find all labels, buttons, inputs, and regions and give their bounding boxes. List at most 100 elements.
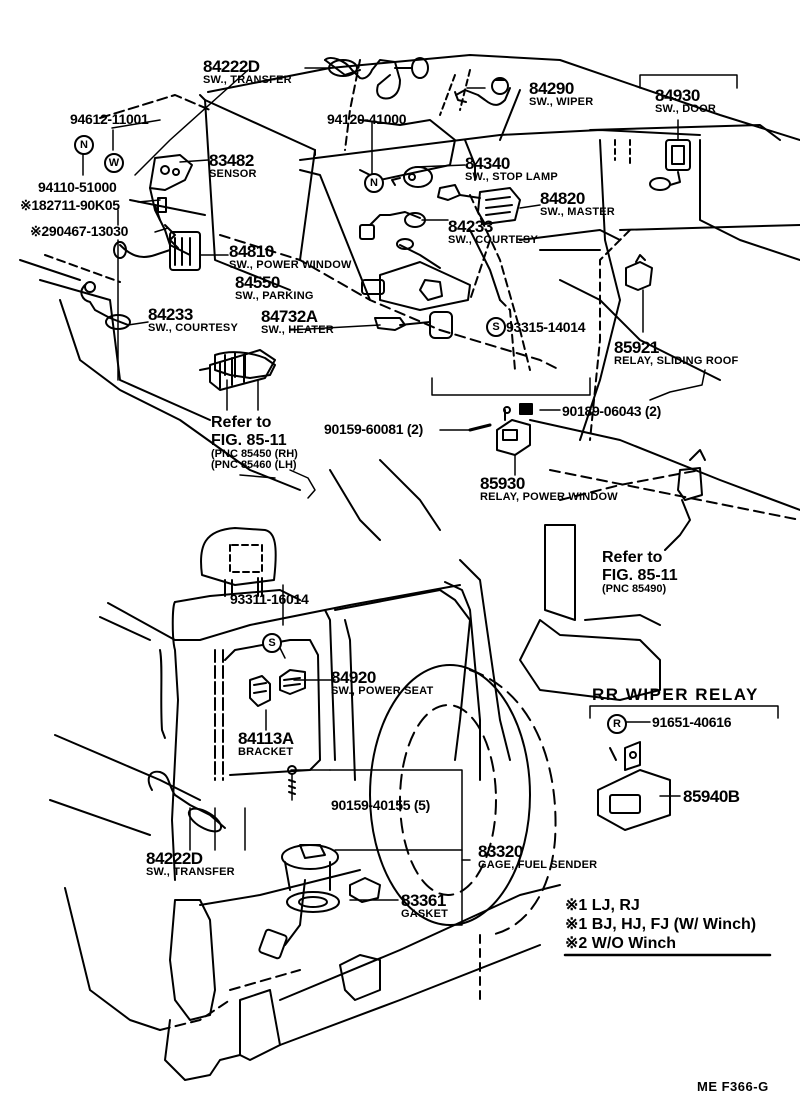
part-number: 84340 bbox=[465, 154, 510, 173]
reference-note-left: Refer to FIG. 85-11 (PNC 85450 (RH) (PNC… bbox=[211, 415, 298, 471]
callout-93311-16014: 93311-16014 bbox=[230, 591, 309, 607]
part-name: SW., STOP LAMP bbox=[465, 171, 558, 183]
callout-84290: 84290 SW., WIPER bbox=[529, 80, 593, 108]
part-84222D-top-drawing bbox=[324, 57, 429, 100]
figure-code: ME F366-G bbox=[697, 1079, 769, 1094]
legend-mark: ※1 bbox=[565, 897, 588, 914]
callout-84732A: 84732A SW., HEATER bbox=[261, 308, 334, 336]
dashboard-outline bbox=[19, 54, 800, 541]
ref-pnc: (PNC 85450 (RH) bbox=[211, 448, 298, 460]
legend-text: LJ, RJ bbox=[591, 897, 640, 914]
part-number: 84820 bbox=[540, 189, 585, 208]
callout-90467-13030: ※290467-13030 bbox=[30, 224, 128, 238]
fastener-symbol-S: S bbox=[262, 633, 282, 653]
legend-item: ※1 LJ, RJ bbox=[565, 896, 756, 915]
ref-figure-link[interactable]: FIG. 85-11 bbox=[602, 567, 678, 584]
part-90159-40155-screw-drawing bbox=[287, 765, 297, 801]
part-name: BRACKET bbox=[238, 746, 294, 758]
part-name: RELAY, SLIDING ROOF bbox=[614, 355, 739, 367]
part-name: SENSOR bbox=[209, 168, 257, 180]
part-number: 84233 bbox=[448, 217, 493, 236]
part-84920-drawing bbox=[279, 669, 306, 695]
part-84810-drawing bbox=[113, 231, 201, 271]
part-84233-right-drawing bbox=[359, 211, 426, 240]
legend-item: ※2 W/O Winch bbox=[565, 934, 756, 953]
fastener-symbol-R: R bbox=[607, 714, 627, 734]
callout-84810: 84810 SW., POWER WINDOW bbox=[229, 243, 352, 271]
part-84290-drawing bbox=[454, 77, 511, 106]
callout-94612-11001: 94612-11001 bbox=[70, 111, 149, 127]
callout-91651-40616: 91651-40616 bbox=[652, 714, 732, 730]
rr-wiper-relay-title: RR WIPER RELAY bbox=[592, 685, 759, 704]
part-number: 84810 bbox=[229, 242, 274, 261]
part-83320-drawing bbox=[258, 844, 339, 960]
ref-line: Refer to bbox=[211, 414, 272, 431]
part-name: SW., WIPER bbox=[529, 96, 594, 108]
ref-line: Refer to bbox=[602, 549, 663, 566]
callout-83482: 83482 SENSOR bbox=[209, 152, 257, 180]
callout-84233-left: 84233 SW., COURTESY bbox=[148, 306, 238, 334]
callout-84222D-bottom: 84222D SW., TRANSFER bbox=[146, 850, 235, 878]
part-84222D-bottom-drawing bbox=[147, 770, 226, 833]
legend-item: ※1 BJ, HJ, FJ (W/ Winch) bbox=[565, 915, 756, 934]
part-83361-gasket-drawing bbox=[286, 891, 340, 913]
part-number: 85921 bbox=[614, 338, 659, 357]
callout-84920: 84920 SW., POWER SEAT bbox=[331, 669, 433, 697]
part-name: SW., COURTESY bbox=[148, 322, 238, 334]
part-number: 82711-90K05 bbox=[38, 197, 120, 213]
legend-text: BJ, HJ, FJ (W/ Winch) bbox=[591, 916, 757, 933]
part-name: SW., POWER SEAT bbox=[331, 685, 434, 697]
callout-84113A: 84113A BRACKET bbox=[238, 730, 294, 758]
part-number: 84550 bbox=[235, 273, 280, 292]
callout-84820: 84820 SW., MASTER bbox=[540, 190, 615, 218]
part-number: 83320 bbox=[478, 842, 523, 861]
part-84233-left-drawing bbox=[80, 281, 131, 330]
part-number: 84222D bbox=[203, 57, 260, 76]
part-84113A-drawing bbox=[249, 675, 271, 707]
power-window-motor-right-drawing bbox=[664, 449, 706, 551]
ref-pnc: (PNC 85460 (LH) bbox=[211, 459, 297, 471]
front-seat-outline bbox=[519, 524, 661, 701]
legend: ※1 LJ, RJ ※1 BJ, HJ, FJ (W/ Winch) ※2 W/… bbox=[565, 896, 756, 953]
part-85940B-drawing bbox=[597, 741, 671, 831]
part-name: SW., PARKING bbox=[235, 290, 314, 302]
callout-82711-90K05: ※182711-90K05 bbox=[20, 198, 120, 212]
part-name: SW., POWER WINDOW bbox=[229, 259, 352, 271]
part-number: 84920 bbox=[331, 668, 376, 687]
part-name: SW., COURTESY bbox=[448, 234, 538, 246]
part-number: 84222D bbox=[146, 849, 203, 868]
part-name: SW., DOOR bbox=[655, 103, 717, 115]
note-mark: ※1 bbox=[20, 197, 39, 213]
part-number: 90467-13030 bbox=[48, 223, 129, 239]
callout-90159-40155: 90159-40155 (5) bbox=[331, 797, 431, 813]
callout-85921: 85921 RELAY, SLIDING ROOF bbox=[614, 339, 738, 367]
fastener-symbol-N: N bbox=[74, 135, 94, 155]
part-number: 85930 bbox=[480, 474, 525, 493]
ref-figure-link[interactable]: FIG. 85-11 bbox=[211, 432, 287, 449]
callout-90159-60081: 90159-60081 (2) bbox=[324, 421, 424, 437]
part-name: SW., TRANSFER bbox=[146, 866, 235, 878]
part-84930-drawing bbox=[649, 139, 691, 191]
part-number: 84290 bbox=[529, 79, 574, 98]
part-name: RELAY, POWER WINDOW bbox=[480, 491, 618, 503]
legend-text: W/O Winch bbox=[591, 935, 677, 952]
callout-84550: 84550 SW., PARKING bbox=[235, 274, 314, 302]
callout-83361: 83361 GASKET bbox=[401, 892, 448, 920]
callout-84340: 84340 SW., STOP LAMP bbox=[465, 155, 558, 183]
callout-90189-06043: 90189-06043 (2) bbox=[562, 403, 662, 419]
part-number: 84930 bbox=[655, 86, 700, 105]
callout-85940B: 85940B bbox=[683, 787, 740, 806]
callout-leader-lines bbox=[82, 67, 779, 926]
part-name: SW., TRANSFER bbox=[203, 74, 292, 86]
part-name: SW., HEATER bbox=[261, 324, 334, 336]
part-85921-drawing bbox=[625, 254, 653, 291]
power-window-motor-left-drawing bbox=[209, 349, 276, 391]
part-name: GAGE, FUEL SENDER bbox=[478, 859, 598, 871]
part-84550-drawing bbox=[361, 238, 471, 339]
callout-94110-51000: 94110-51000 bbox=[38, 179, 117, 195]
part-name: SW., MASTER bbox=[540, 206, 615, 218]
part-name: GASKET bbox=[401, 908, 449, 920]
callout-93315-14014: 93315-14014 bbox=[506, 319, 586, 335]
part-84820-drawing bbox=[437, 184, 521, 225]
reference-note-right: Refer to FIG. 85-11 (PNC 85490) bbox=[602, 550, 678, 595]
